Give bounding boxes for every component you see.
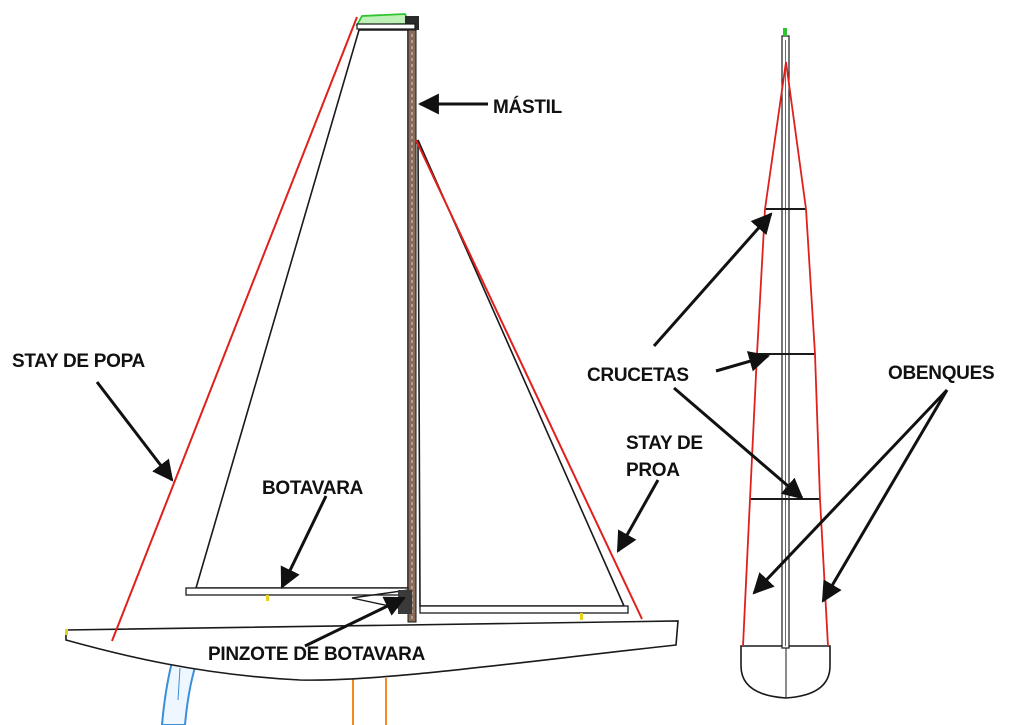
- jib-boom: [419, 605, 629, 614]
- masthead-fitting: [355, 13, 419, 30]
- arrow-botavara: [280, 495, 328, 589]
- arrow-obenques-right: [821, 389, 949, 603]
- front-view: [740, 28, 831, 699]
- jib-boom-fitting: [580, 613, 583, 620]
- arrow-stay-de-popa: [95, 381, 174, 482]
- label-pinzote-de-botavara: PINZOTE DE BOTAVARA: [208, 644, 426, 665]
- mast-front: [781, 28, 790, 649]
- hull-side: [65, 620, 679, 681]
- rudder: [160, 660, 198, 725]
- arrow-pinzote: [304, 596, 406, 648]
- arrow-crucetas-mid: [715, 351, 771, 373]
- label-crucetas: CRUCETAS: [587, 365, 689, 386]
- label-botavara: BOTAVARA: [262, 478, 364, 499]
- arrow-stay-de-proa: [616, 479, 660, 553]
- label-mastil: MÁSTIL: [493, 96, 563, 118]
- mast: [407, 29, 417, 623]
- label-stay-de-popa: STAY DE POPA: [12, 351, 146, 372]
- label-stay-de-proa-line2: PROA: [626, 460, 680, 481]
- backstay: [111, 16, 358, 642]
- keel-fin: [352, 678, 387, 725]
- label-obenques: OBENQUES: [888, 363, 994, 384]
- side-view: [65, 13, 679, 725]
- forestay: [415, 139, 643, 620]
- boom-fitting: [266, 595, 269, 601]
- label-stay-de-proa-line1: STAY DE: [626, 433, 703, 454]
- arrow-crucetas-top: [652, 212, 773, 347]
- arrow-crucetas-low: [673, 386, 804, 500]
- mainsail: [194, 29, 409, 589]
- main-boom: [185, 587, 409, 596]
- arrow-obenques-left: [752, 388, 949, 595]
